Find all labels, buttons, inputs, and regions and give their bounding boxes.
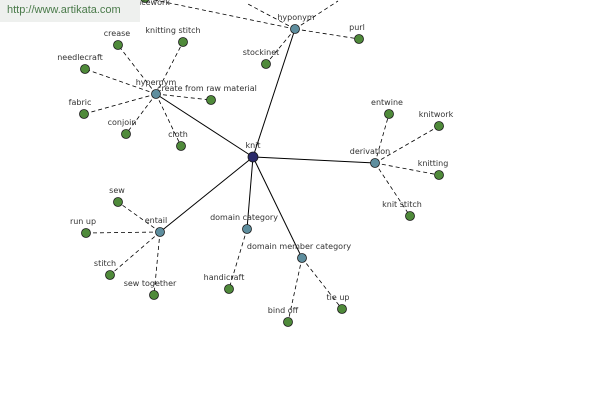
leaf-node-purl[interactable]	[354, 34, 364, 44]
edge-entail-sew	[117, 201, 161, 233]
watermark-bar: http://www.artikata.com	[0, 0, 140, 22]
label-knitwork[interactable]: knitwork	[419, 110, 454, 119]
label-knit-stitch[interactable]: knit stitch	[382, 200, 422, 209]
edge-derivation-knit-stitch	[374, 162, 411, 217]
leaf-node-crease[interactable]	[113, 40, 123, 50]
relation-node-hyponym[interactable]	[290, 24, 300, 34]
leaf-node-stockinet[interactable]	[261, 59, 271, 69]
label-hyponym[interactable]: hyponym	[277, 13, 315, 22]
label-knit[interactable]: knit	[245, 141, 260, 150]
edge-hyponym-offscreen-b	[294, 0, 339, 30]
leaf-node-create-from-raw-material[interactable]	[206, 95, 216, 105]
leaf-node-lacework[interactable]	[140, 0, 150, 3]
edge-hyponym-purl	[294, 28, 360, 40]
label-stockinet[interactable]: stockinet	[243, 48, 280, 57]
edge-entail-run-up	[85, 231, 161, 234]
relation-node-domain-category[interactable]	[242, 224, 252, 234]
edge-knit-derivation	[252, 156, 376, 164]
edge-domain-category-handicraft	[228, 228, 248, 290]
label-domain-category[interactable]: domain category	[210, 213, 278, 222]
edge-hypernym-needlecraft	[84, 68, 157, 95]
edge-knit-hyponym	[252, 28, 296, 158]
label-create-from-raw-material[interactable]: create from raw material	[157, 84, 257, 93]
edge-knit-domain-category	[246, 156, 254, 230]
leaf-node-needlecraft[interactable]	[80, 64, 90, 74]
edge-hyponym-offscreen-a	[245, 2, 296, 30]
label-bind-off[interactable]: bind off	[268, 306, 299, 315]
label-entail[interactable]: entail	[145, 216, 167, 225]
label-knitting[interactable]: knitting	[418, 159, 449, 168]
label-sew[interactable]: sew	[109, 186, 125, 195]
edge-derivation-entwine	[374, 113, 390, 164]
edge-hypernym-conjoin	[125, 93, 157, 135]
relation-node-derivation[interactable]	[370, 158, 380, 168]
edge-hypernym-crease	[117, 44, 157, 95]
relation-node-domain-member-category[interactable]	[297, 253, 307, 263]
leaf-node-entwine[interactable]	[384, 109, 394, 119]
edge-hypernym-cloth	[155, 93, 182, 147]
label-hypernym[interactable]: hypernym	[136, 78, 177, 87]
leaf-node-knitting[interactable]	[434, 170, 444, 180]
leaf-node-bind-off[interactable]	[283, 317, 293, 327]
edge-knit-hypernym	[155, 93, 254, 158]
label-needlecraft[interactable]: needlecraft	[57, 53, 103, 62]
label-conjoin[interactable]: conjoin	[108, 118, 137, 127]
label-derivation[interactable]: derivation	[350, 147, 390, 156]
edge-entail-sew-together	[153, 231, 161, 296]
leaf-node-conjoin[interactable]	[121, 129, 131, 139]
label-handicraft[interactable]: handicraft	[204, 273, 245, 282]
edge-hyponym-stockinet	[265, 28, 296, 65]
label-run-up[interactable]: run up	[70, 217, 96, 226]
edge-derivation-knitting	[374, 162, 440, 176]
edge-hypernym-create-from-raw-material	[155, 93, 212, 101]
label-cloth[interactable]: cloth	[168, 130, 188, 139]
label-entwine[interactable]: entwine	[371, 98, 403, 107]
leaf-node-sew-together[interactable]	[149, 290, 159, 300]
leaf-node-fabric[interactable]	[79, 109, 89, 119]
leaf-node-knitting-stitch[interactable]	[178, 37, 188, 47]
edge-derivation-knitwork	[374, 125, 440, 164]
label-lacework[interactable]: lacework	[134, 0, 170, 7]
leaf-node-tie-up[interactable]	[337, 304, 347, 314]
label-knitting-stitch[interactable]: knitting stitch	[145, 26, 200, 35]
center-node-knit[interactable]	[247, 151, 259, 163]
edge-domain-member-category-tie-up	[301, 257, 343, 310]
edge-hyponym-lacework	[152, 0, 296, 30]
edge-domain-member-category-bind-off	[287, 257, 303, 323]
label-fabric[interactable]: fabric	[69, 98, 92, 107]
label-tie-up[interactable]: tie up	[327, 293, 350, 302]
leaf-node-run-up[interactable]	[81, 228, 91, 238]
leaf-node-handicraft[interactable]	[224, 284, 234, 294]
edge-knit-entail	[159, 156, 254, 233]
leaf-node-knit-stitch[interactable]	[405, 211, 415, 221]
label-stitch[interactable]: stitch	[94, 259, 116, 268]
edge-knit-domain-member-category	[252, 156, 303, 259]
label-domain-member-category[interactable]: domain member category	[247, 242, 351, 251]
watermark-url: http://www.artikata.com	[7, 4, 121, 16]
leaf-node-stitch[interactable]	[105, 270, 115, 280]
relation-node-hypernym[interactable]	[151, 89, 161, 99]
label-purl[interactable]: purl	[349, 23, 365, 32]
relation-node-entail[interactable]	[155, 227, 165, 237]
label-crease[interactable]: crease	[104, 29, 131, 38]
leaf-node-cloth[interactable]	[176, 141, 186, 151]
label-sew-together[interactable]: sew together	[124, 279, 177, 288]
edge-hypernym-fabric	[83, 93, 157, 115]
edge-entail-stitch	[109, 231, 161, 276]
edge-hypernym-knitting-stitch	[155, 41, 184, 95]
leaf-node-knitwork[interactable]	[434, 121, 444, 131]
leaf-node-sew[interactable]	[113, 197, 123, 207]
